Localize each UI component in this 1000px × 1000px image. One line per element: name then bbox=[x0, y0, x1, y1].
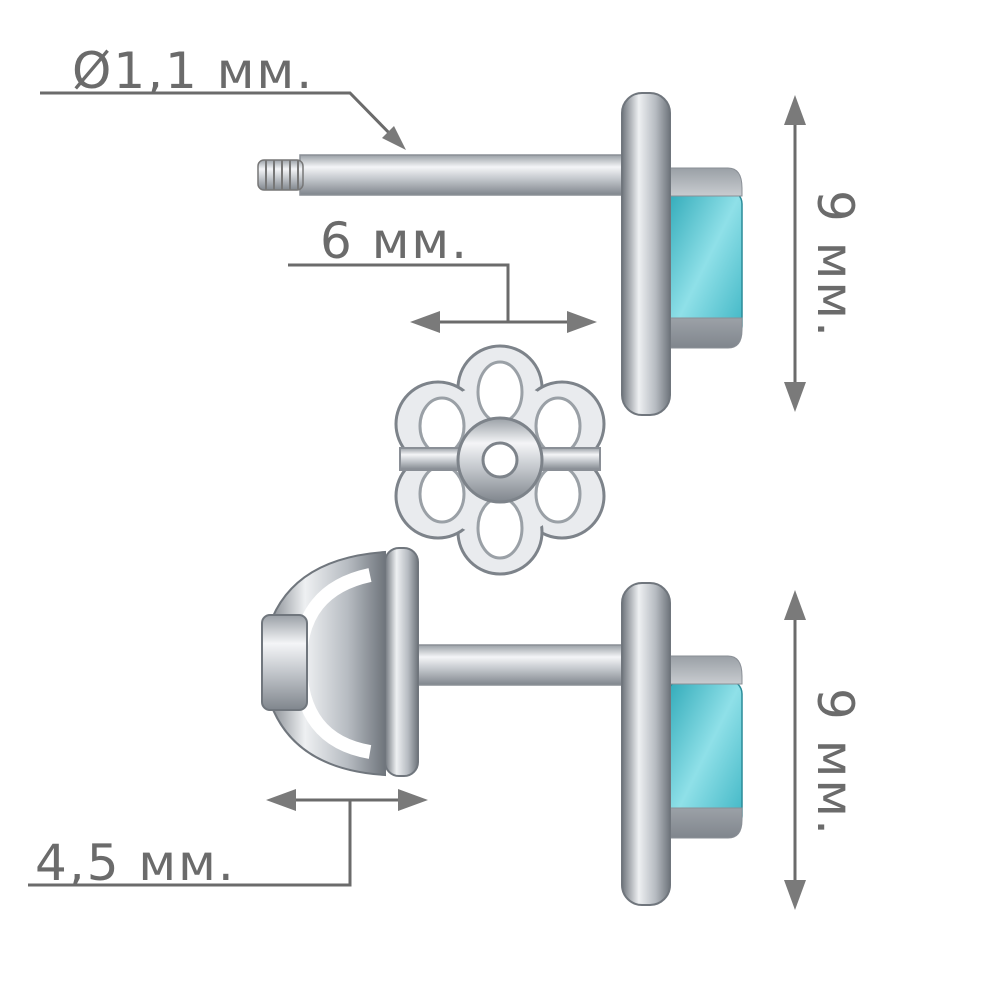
screw-back-cap bbox=[260, 547, 419, 777]
top-height-label: 9 мм. bbox=[806, 190, 864, 339]
top-post bbox=[299, 154, 629, 196]
post-length-label: 6 мм. bbox=[320, 212, 469, 270]
top-post-thread bbox=[257, 159, 304, 191]
bottom-height-annotation: 9 мм. bbox=[784, 590, 864, 910]
bottom-plate bbox=[621, 582, 671, 906]
top-prongs bbox=[667, 167, 743, 349]
post-diameter-label: Ø1,1 мм. bbox=[72, 42, 314, 100]
top-height-annotation: 9 мм. bbox=[784, 95, 864, 412]
top-plate bbox=[621, 92, 671, 416]
bottom-prongs bbox=[667, 655, 743, 839]
backing-depth-annotation: 4,5 мм. bbox=[28, 789, 428, 892]
top-earring bbox=[257, 92, 743, 416]
bottom-earring bbox=[260, 547, 743, 906]
post-length-annotation: 6 мм. bbox=[288, 212, 597, 333]
flower-backing bbox=[394, 344, 606, 576]
post-diameter-annotation: Ø1,1 мм. bbox=[40, 42, 406, 150]
bottom-height-label: 9 мм. bbox=[806, 688, 864, 837]
backing-depth-label: 4,5 мм. bbox=[35, 834, 236, 892]
